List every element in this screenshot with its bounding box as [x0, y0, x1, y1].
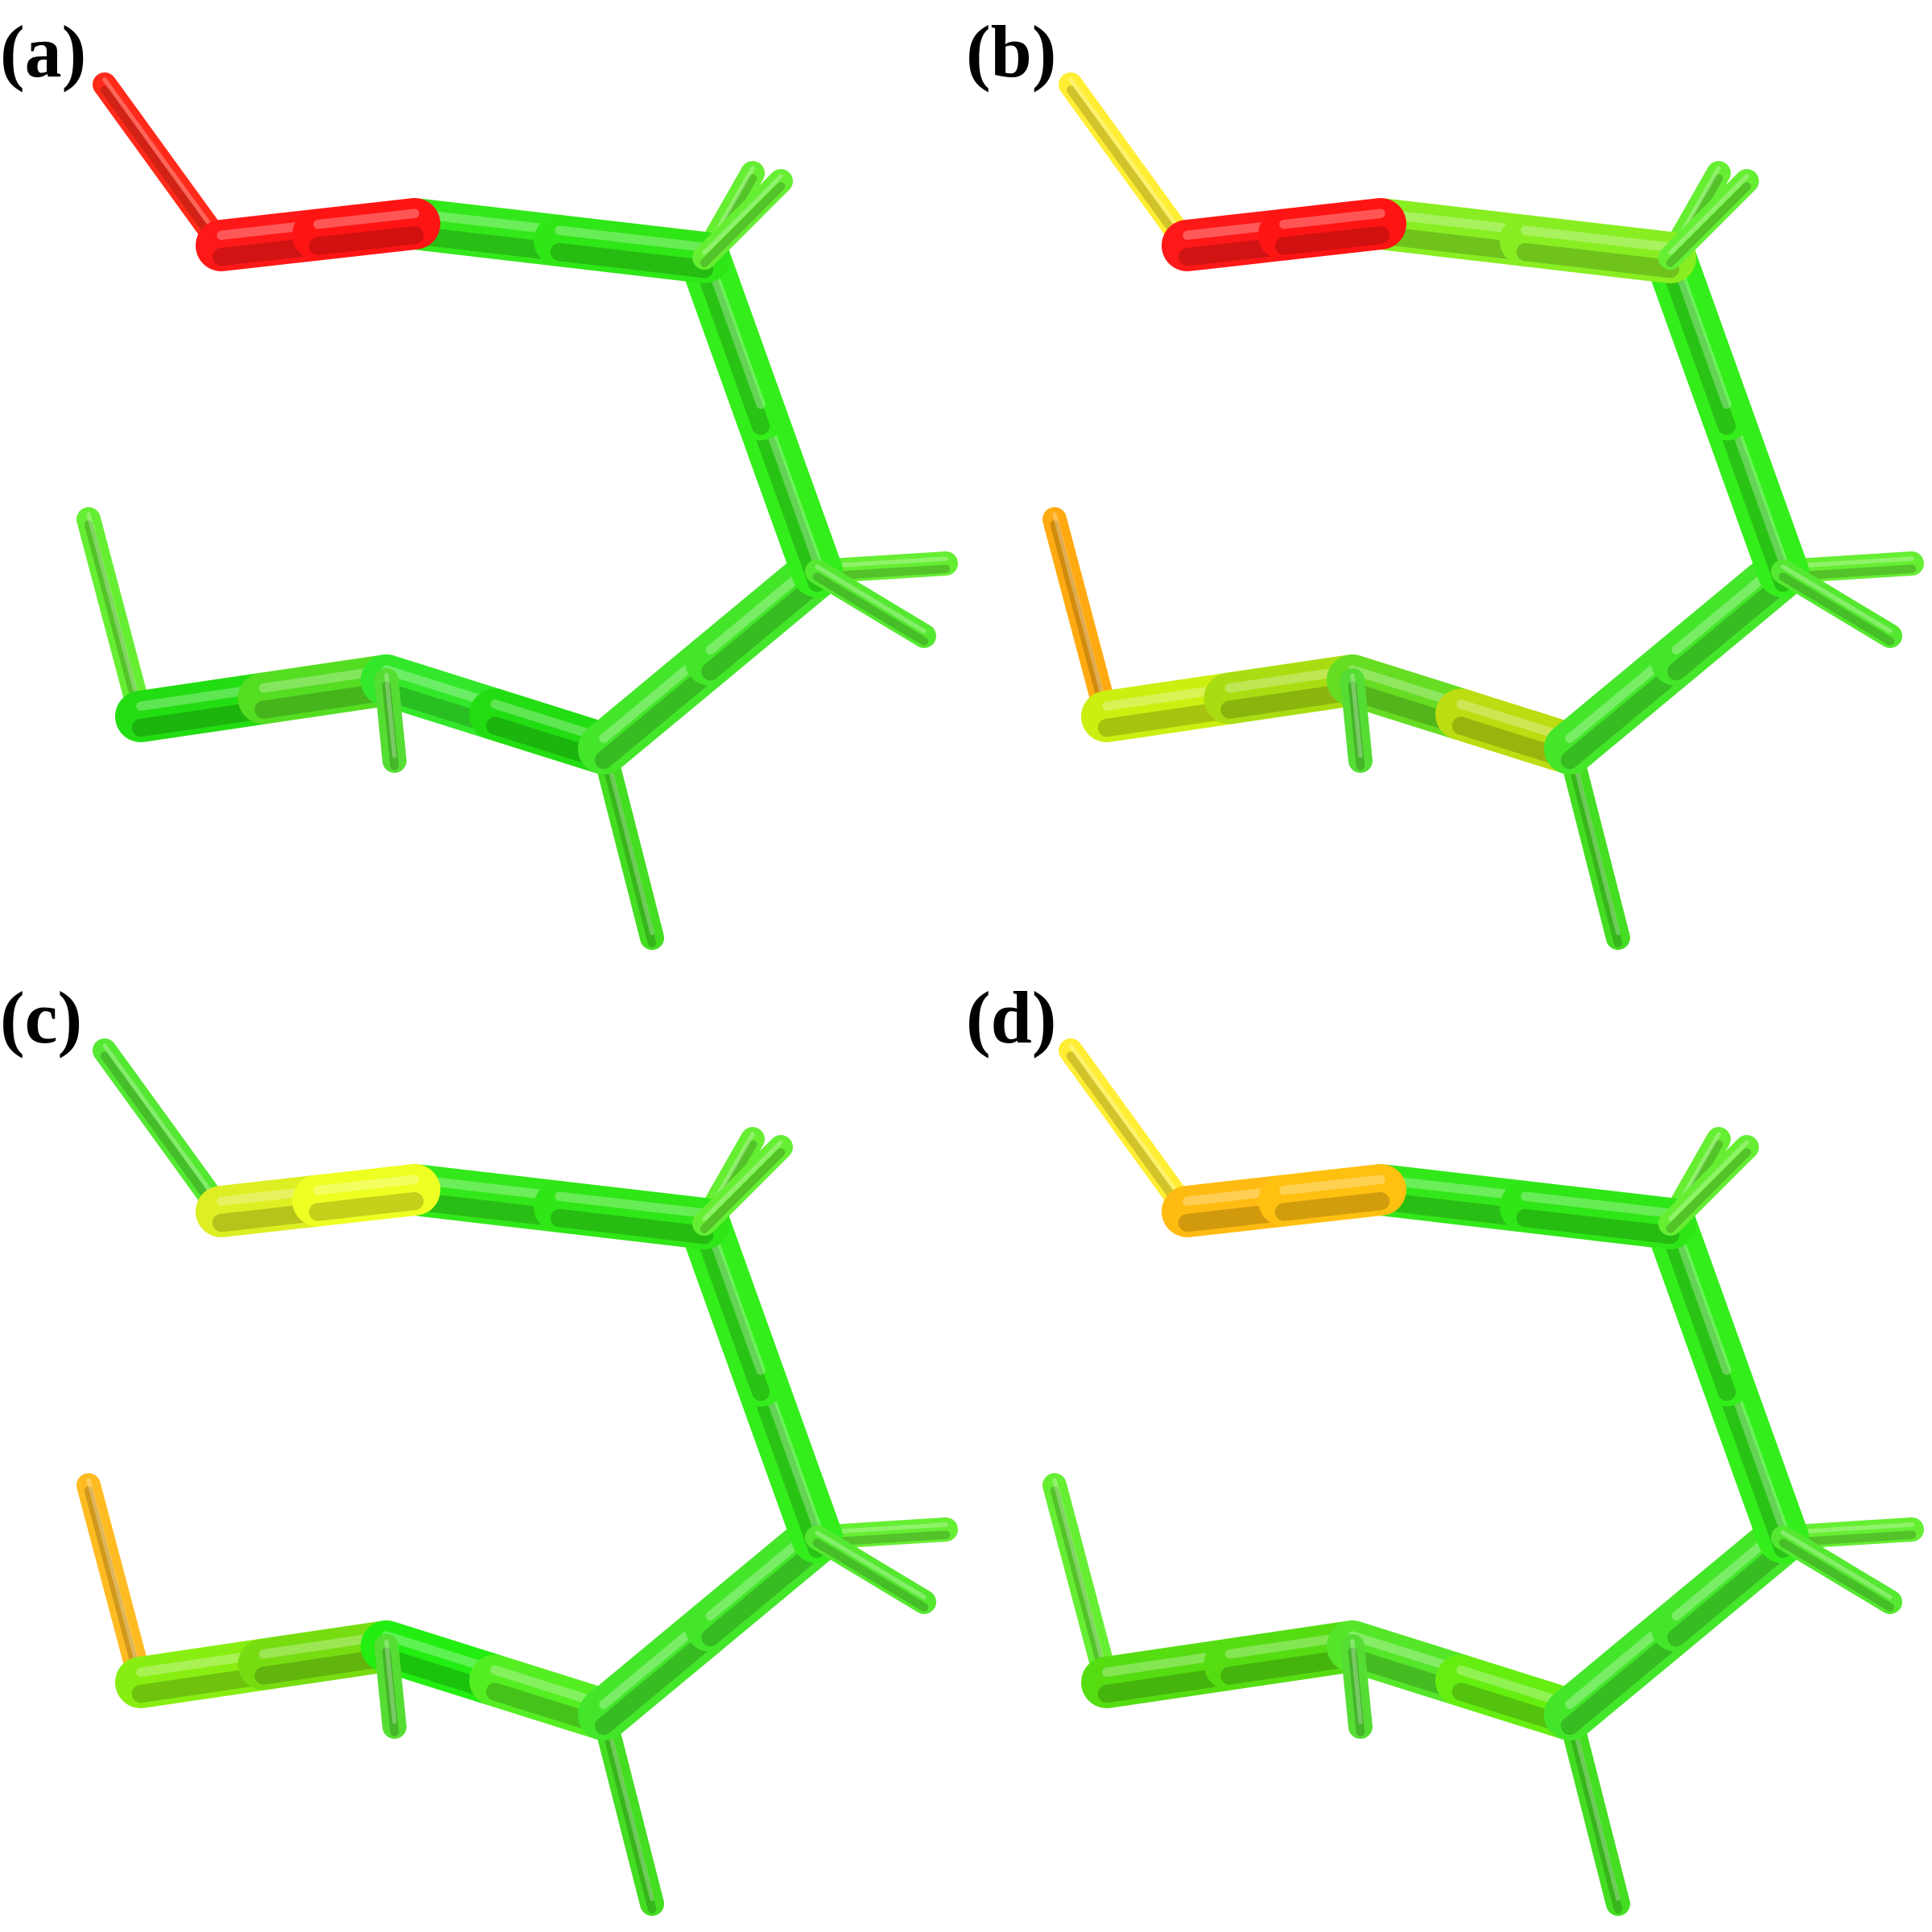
panel-c: (c) — [0, 966, 966, 1932]
bond-c4-h — [1558, 1703, 1630, 1916]
bond-o-c1-b — [292, 198, 440, 261]
panel-label-c: (c) — [0, 976, 83, 1059]
bond-c6-h — [76, 507, 153, 729]
panel-label-b: (b) — [966, 10, 1057, 93]
bond-c1-c2-b — [534, 215, 730, 283]
molecule-c — [76, 1038, 958, 1916]
panel-b: (b) — [966, 0, 1932, 966]
bond-o-h — [93, 72, 233, 258]
bond-c5-h — [374, 668, 407, 773]
bond-c5-h — [374, 1634, 407, 1739]
bond-c4-h — [592, 737, 664, 950]
molecule-d — [1042, 1038, 1924, 1916]
bond-c4-h — [592, 1703, 664, 1916]
bond-c1-c2-b — [534, 1181, 730, 1249]
bond-o-c1-b — [1258, 1164, 1406, 1227]
panel-label-a: (a) — [0, 10, 87, 93]
bond-o-h — [1059, 72, 1199, 258]
molecule-b — [1042, 72, 1924, 950]
panel-a: (a) — [0, 0, 966, 966]
bond-h2b — [1658, 1135, 1759, 1236]
bond-c5-h — [1340, 1634, 1373, 1739]
bond-o-c1-b — [292, 1164, 440, 1227]
bond-c6-h — [1042, 1473, 1119, 1695]
bond-o-h — [1059, 1038, 1199, 1224]
bond-h2b — [692, 169, 793, 270]
bond-c1-c2-b — [1500, 215, 1696, 283]
bond-c6-h — [1042, 507, 1119, 729]
bond-h2b — [1658, 169, 1759, 270]
bond-h3b — [805, 559, 936, 648]
bond-c6-h — [76, 1473, 153, 1695]
bond-h3b — [1771, 559, 1902, 648]
bond-h2b — [692, 1135, 793, 1236]
molecule-a — [76, 72, 958, 950]
bond-c4-h — [1558, 737, 1630, 950]
bond-c1-c2-b — [1500, 1181, 1696, 1249]
bond-o-h — [93, 1038, 233, 1224]
bond-o-c1-b — [1258, 198, 1406, 261]
bond-c5-h — [1340, 668, 1373, 773]
panel-d: (d) — [966, 966, 1932, 1932]
panel-label-d: (d) — [966, 976, 1057, 1059]
bond-h3b — [805, 1525, 936, 1614]
bond-h3b — [1771, 1525, 1902, 1614]
